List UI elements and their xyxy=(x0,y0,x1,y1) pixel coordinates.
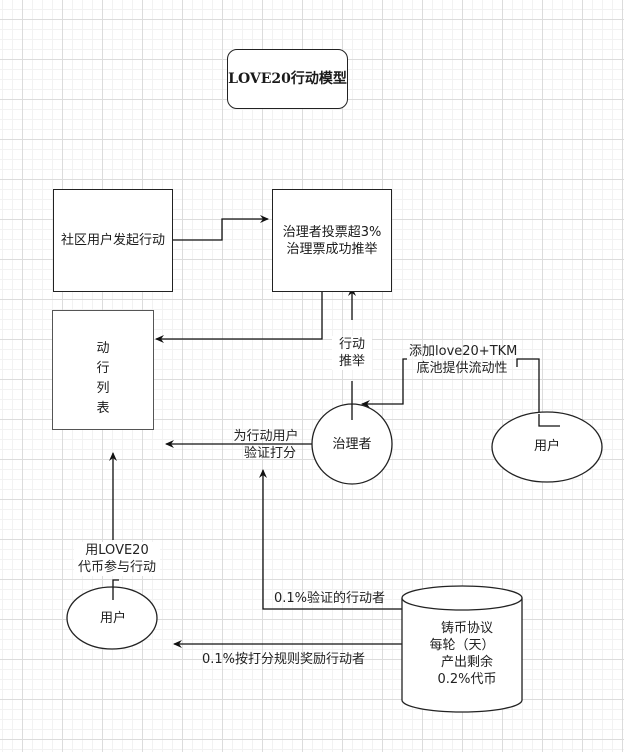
edge-mint-to-governor xyxy=(259,469,402,610)
action-list-char-1: 动 xyxy=(96,341,110,356)
use-love20-label: 用LOVE20 代币参与行动 xyxy=(74,542,160,576)
edge-user-right-to-governor-head xyxy=(361,358,407,408)
community-user-initiate-label: 社区用户发起行动 xyxy=(60,233,165,248)
user-left-ellipse xyxy=(66,586,158,650)
mint-protocol-line-1: 铸币协议 xyxy=(440,621,493,636)
action-nominate-line-1: 行动 xyxy=(338,337,365,352)
verify-score-line-2: 验证打分 xyxy=(243,446,296,461)
community-user-initiate-box[interactable]: 社区用户发起行动 xyxy=(53,189,173,292)
mint-protocol-line-2: 每轮（天） xyxy=(429,638,495,653)
mint-cylinder xyxy=(401,585,523,713)
diagram-title: LOVE20行动模型 xyxy=(227,49,348,109)
verify-score-line-1: 为行动用户 xyxy=(233,429,299,444)
action-list-char-4: 表 xyxy=(96,401,110,416)
user-right-label: 用户 xyxy=(533,439,560,454)
governance-vote-line-1: 治理者投票超3% xyxy=(282,224,382,240)
verify-score-label: 为行动用户 验证打分 xyxy=(228,428,304,462)
verifier-reward-label: 0.1%验证的行动者 xyxy=(274,591,386,606)
user-right-inner-tick xyxy=(538,414,560,427)
add-liquidity-label: 添加love20+TKM 底池提供流动性 xyxy=(409,343,518,377)
governance-vote-line-2: 治理票成功推举 xyxy=(286,241,378,257)
action-list-box[interactable]: 动 行 列 表 xyxy=(52,310,154,430)
action-nominate-line-2: 推举 xyxy=(338,354,365,369)
mint-protocol-label: 铸币协议 每轮（天） 产出剩余 0.2%代币 xyxy=(402,620,522,688)
actor-reward-label: 0.1%按打分规则奖励行动者 xyxy=(202,652,366,667)
action-list-char-2: 行 xyxy=(96,361,110,376)
edge-initiate-to-vote xyxy=(173,215,269,241)
action-nominate-label: 行动 推举 xyxy=(332,336,372,370)
mint-protocol-line-4: 0.2%代币 xyxy=(437,672,497,687)
add-liquidity-line-1: 添加love20+TKM xyxy=(409,344,518,359)
add-liquidity-line-2: 底池提供流动性 xyxy=(416,361,508,376)
mint-protocol-line-3: 产出剩余 xyxy=(440,655,493,670)
use-love20-line-2: 代币参与行动 xyxy=(77,560,156,575)
action-list-char-3: 列 xyxy=(96,381,110,396)
governor-label: 治理者 xyxy=(332,437,372,452)
use-love20-line-1: 用LOVE20 xyxy=(85,543,149,558)
user-left-label: 用户 xyxy=(99,611,126,626)
governance-vote-box[interactable]: 治理者投票超3% 治理票成功推举 xyxy=(272,189,392,292)
user-right-ellipse xyxy=(491,411,603,483)
